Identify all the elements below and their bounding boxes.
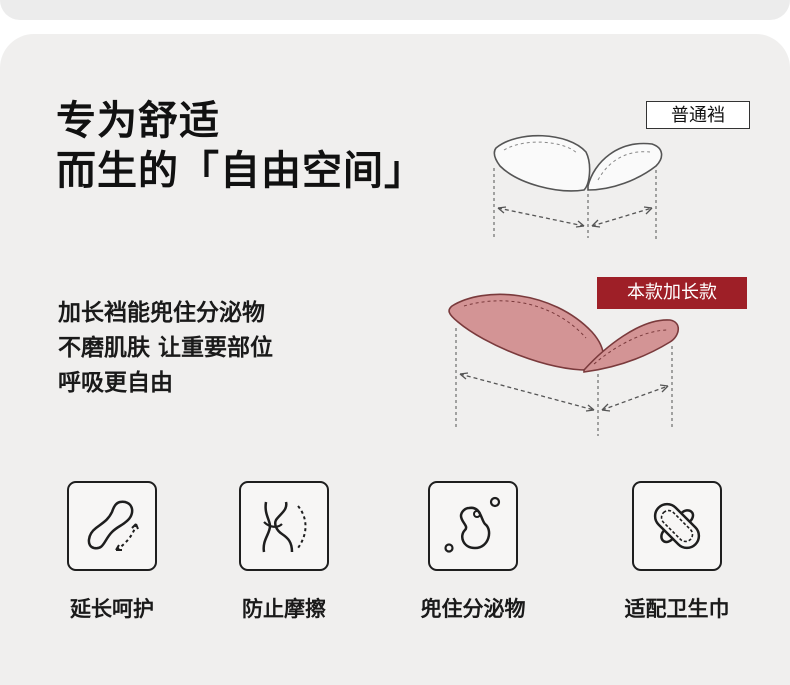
- feature-pad-compatible: 适配卫生巾: [602, 481, 752, 623]
- headline: 专为舒适 而生的「自由空间」: [56, 96, 425, 196]
- feature-anti-friction: 防止摩擦: [209, 481, 359, 623]
- pad-extend-icon: [87, 500, 139, 551]
- feature-extended-care: 延长呵护: [37, 481, 187, 623]
- feature-label: 防止摩擦: [242, 597, 326, 621]
- feature-contain-discharge: 兜住分泌物: [398, 481, 548, 623]
- extended-crotch-badge: 本款加长款: [597, 277, 747, 309]
- droplet-icon: [444, 496, 501, 553]
- normal-crotch-diagram: [493, 134, 663, 240]
- feature-icon-box: [239, 481, 329, 571]
- feature-icon-box: [632, 481, 722, 571]
- feature-icon-box: [428, 481, 518, 571]
- feature-icon-box: [67, 481, 157, 571]
- normal-crotch-badge: 普通裆: [646, 101, 750, 129]
- feature-label: 适配卫生巾: [624, 597, 730, 621]
- extended-crotch-diagram: [448, 293, 680, 436]
- description-line-3: 呼吸更自由: [58, 370, 173, 396]
- top-strip: [0, 0, 790, 20]
- description: 加长裆能兜住分泌物 不磨肌肤 让重要部位 呼吸更自由: [58, 296, 273, 401]
- hip-curve-icon: [262, 501, 307, 553]
- headline-line-2: 而生的「自由空间」: [56, 148, 425, 194]
- content-panel: [0, 34, 790, 685]
- sanitary-pad-icon: [653, 502, 701, 550]
- headline-line-1: 专为舒适: [56, 98, 220, 144]
- feature-label: 兜住分泌物: [420, 597, 526, 621]
- description-line-1: 加长裆能兜住分泌物: [58, 300, 265, 326]
- description-line-2: 不磨肌肤 让重要部位: [58, 335, 274, 361]
- feature-label: 延长呵护: [70, 597, 154, 621]
